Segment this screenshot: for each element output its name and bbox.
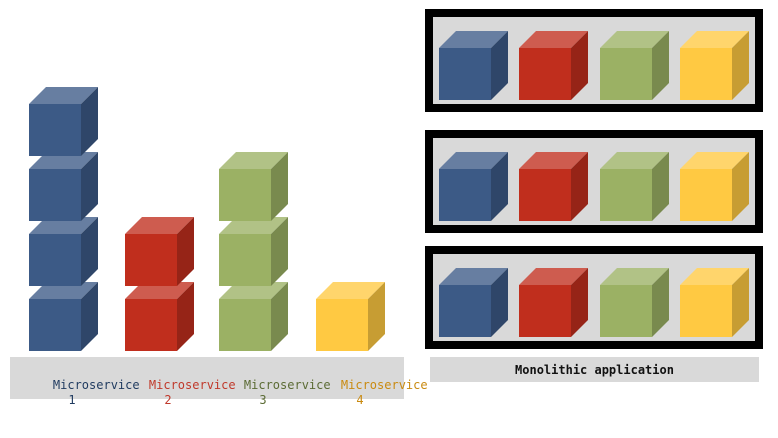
monolith-instance [425, 130, 763, 233]
microservice-3-cube [219, 152, 288, 221]
cube-side [81, 87, 98, 156]
cube-front [439, 48, 491, 100]
monolith-module-cube [680, 152, 749, 221]
cube-top [600, 152, 669, 169]
cube-top [219, 152, 288, 169]
cube-top [519, 31, 588, 48]
cube-top [29, 87, 98, 104]
microservice-3-cube [219, 217, 288, 286]
cube-front [519, 48, 571, 100]
cube-side [81, 282, 98, 351]
cube-front [29, 104, 81, 156]
cube-top [439, 31, 508, 48]
monolith-instance [425, 9, 763, 112]
cube-front [29, 169, 81, 221]
cube-side [271, 152, 288, 221]
monolith-module-cube [439, 31, 508, 100]
monolith-module-cube [600, 152, 669, 221]
cube-front [316, 299, 368, 351]
cube-front [519, 169, 571, 221]
cube-top [316, 282, 385, 299]
cube-side [491, 31, 508, 100]
cube-side [732, 268, 749, 337]
cube-top [29, 217, 98, 234]
cube-front [219, 169, 271, 221]
monolith-module-cube [600, 31, 669, 100]
cube-side [177, 217, 194, 286]
cube-side [491, 268, 508, 337]
cube-front [125, 299, 177, 351]
cube-top [29, 152, 98, 169]
monolith-label-bar: Monolithic application [430, 357, 759, 382]
cube-front [219, 234, 271, 286]
cube-side [271, 217, 288, 286]
monolith-module-cube [439, 268, 508, 337]
microservice-2-cube [125, 282, 194, 351]
cube-front [219, 299, 271, 351]
cube-side [732, 152, 749, 221]
monolith-module-cube [519, 152, 588, 221]
monolith-module-cube [439, 152, 508, 221]
microservice-1-cube [29, 152, 98, 221]
cube-front [600, 285, 652, 337]
monolith-module-cube [600, 268, 669, 337]
cube-side [81, 152, 98, 221]
cube-side [571, 152, 588, 221]
cube-top [439, 268, 508, 285]
monolith-module-cube [680, 268, 749, 337]
cube-front [125, 234, 177, 286]
cube-front [600, 48, 652, 100]
microservice-1-cube [29, 282, 98, 351]
monolith-label: Monolithic application [515, 362, 674, 377]
cube-top [680, 152, 749, 169]
cube-front [680, 285, 732, 337]
cube-side [652, 152, 669, 221]
cube-front [519, 285, 571, 337]
cube-top [29, 282, 98, 299]
cube-side [81, 217, 98, 286]
cube-top [125, 282, 194, 299]
microservice-1-cube [29, 87, 98, 156]
cube-front [680, 48, 732, 100]
cube-top [680, 268, 749, 285]
cube-front [680, 169, 732, 221]
microservice-1-cube [29, 217, 98, 286]
monolith-module-cube [680, 31, 749, 100]
cube-front [600, 169, 652, 221]
cube-side [571, 268, 588, 337]
cube-top [219, 282, 288, 299]
cube-top [519, 152, 588, 169]
cube-side [368, 282, 385, 351]
cube-front [29, 299, 81, 351]
monolith-instance [425, 246, 763, 349]
cube-top [125, 217, 194, 234]
cube-front [439, 169, 491, 221]
cube-side [732, 31, 749, 100]
microservice-4-cube [316, 282, 385, 351]
microservice-3-cube [219, 282, 288, 351]
cube-side [652, 268, 669, 337]
cube-side [491, 152, 508, 221]
cube-front [439, 285, 491, 337]
cube-top [219, 217, 288, 234]
cube-side [177, 282, 194, 351]
cube-top [680, 31, 749, 48]
cube-top [600, 268, 669, 285]
monolith-module-cube [519, 31, 588, 100]
cube-side [652, 31, 669, 100]
cube-top [439, 152, 508, 169]
cube-top [519, 268, 588, 285]
cube-side [571, 31, 588, 100]
cube-front [29, 234, 81, 286]
cube-top [600, 31, 669, 48]
cube-side [271, 282, 288, 351]
monolith-module-cube [519, 268, 588, 337]
microservice-2-cube [125, 217, 194, 286]
